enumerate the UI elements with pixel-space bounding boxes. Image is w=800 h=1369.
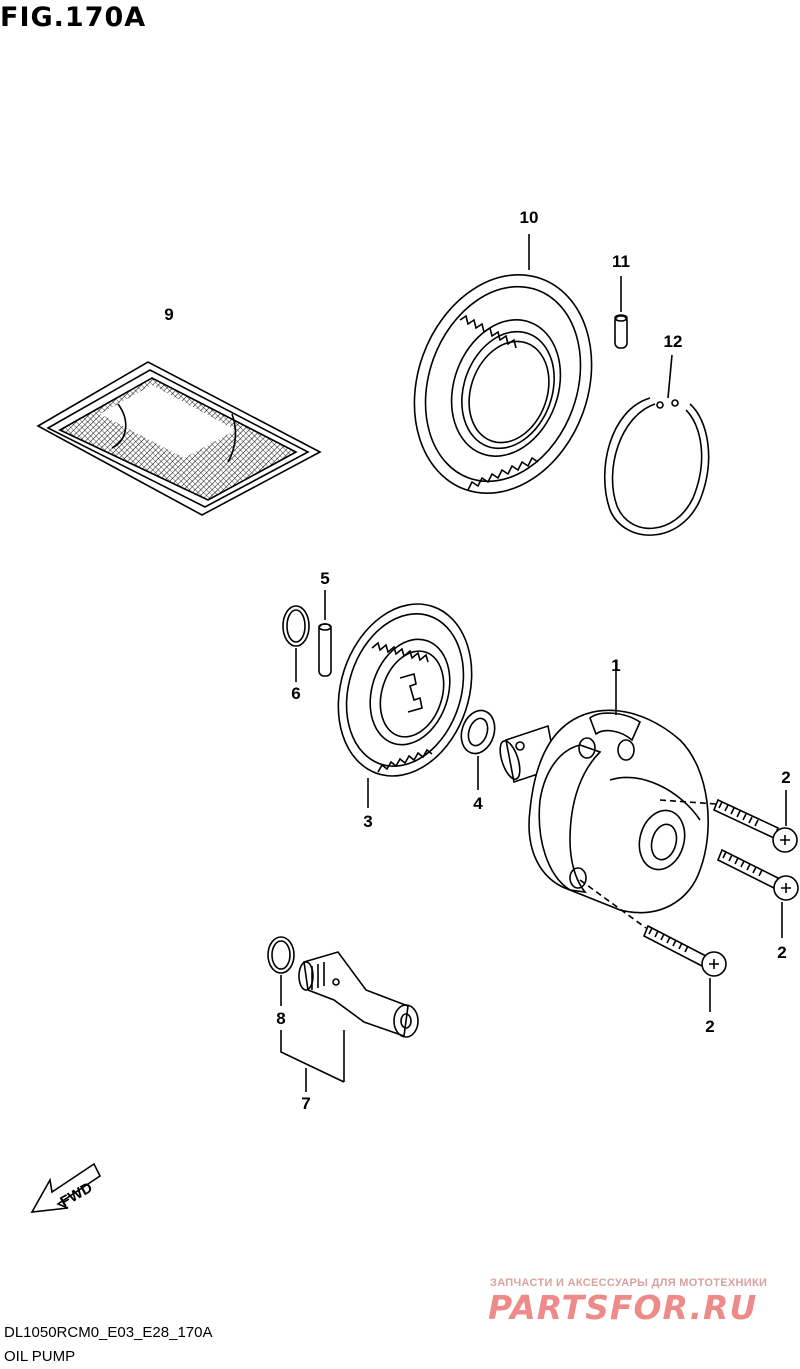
callout-2-upper: 2 bbox=[781, 768, 791, 787]
forward-direction-arrow: FWD bbox=[30, 1162, 102, 1213]
watermark-logo: PARTSFOR.RU bbox=[488, 1288, 758, 1327]
figure-title: FIG.170A bbox=[0, 2, 147, 33]
oil-pump-assembly-part bbox=[499, 660, 709, 914]
callout-12: 12 bbox=[663, 332, 683, 351]
strainer-gasket-part bbox=[36, 361, 322, 516]
circlip-part-6 bbox=[282, 605, 310, 682]
o-ring-part-8 bbox=[267, 936, 295, 1006]
washer-part-4 bbox=[460, 709, 496, 790]
circlip-part-12 bbox=[603, 354, 710, 536]
callout-2-lower: 2 bbox=[705, 1017, 715, 1036]
screw-part-middle bbox=[716, 848, 799, 938]
oil-pump-drive-gear-part bbox=[337, 603, 473, 808]
pin-part-5 bbox=[318, 590, 332, 677]
callout-5: 5 bbox=[320, 569, 330, 588]
pin-part-11 bbox=[614, 276, 628, 349]
figure-name: OIL PUMP bbox=[4, 1348, 76, 1365]
watermark-caption: ЗАПЧАСТИ И АКСЕССУАРЫ ДЛЯ МОТОТЕХНИКИ bbox=[490, 1277, 768, 1289]
driven-gear-part bbox=[413, 234, 593, 494]
callout-1: 1 bbox=[611, 656, 621, 675]
figure-model-code: DL1050RCM0_E03_E28_170A bbox=[4, 1324, 213, 1341]
callout-2-middle: 2 bbox=[777, 943, 787, 962]
callout-3: 3 bbox=[363, 812, 373, 831]
screw-part-upper bbox=[659, 790, 798, 853]
callout-8: 8 bbox=[276, 1009, 286, 1028]
callout-7: 7 bbox=[301, 1094, 311, 1113]
oil-pipe-part-7 bbox=[280, 951, 419, 1092]
callout-6: 6 bbox=[291, 684, 301, 703]
callout-9: 9 bbox=[164, 305, 174, 324]
callout-10: 10 bbox=[519, 208, 539, 227]
callout-11: 11 bbox=[612, 252, 630, 271]
screw-part-lower bbox=[579, 879, 727, 1012]
callout-4: 4 bbox=[473, 794, 483, 813]
